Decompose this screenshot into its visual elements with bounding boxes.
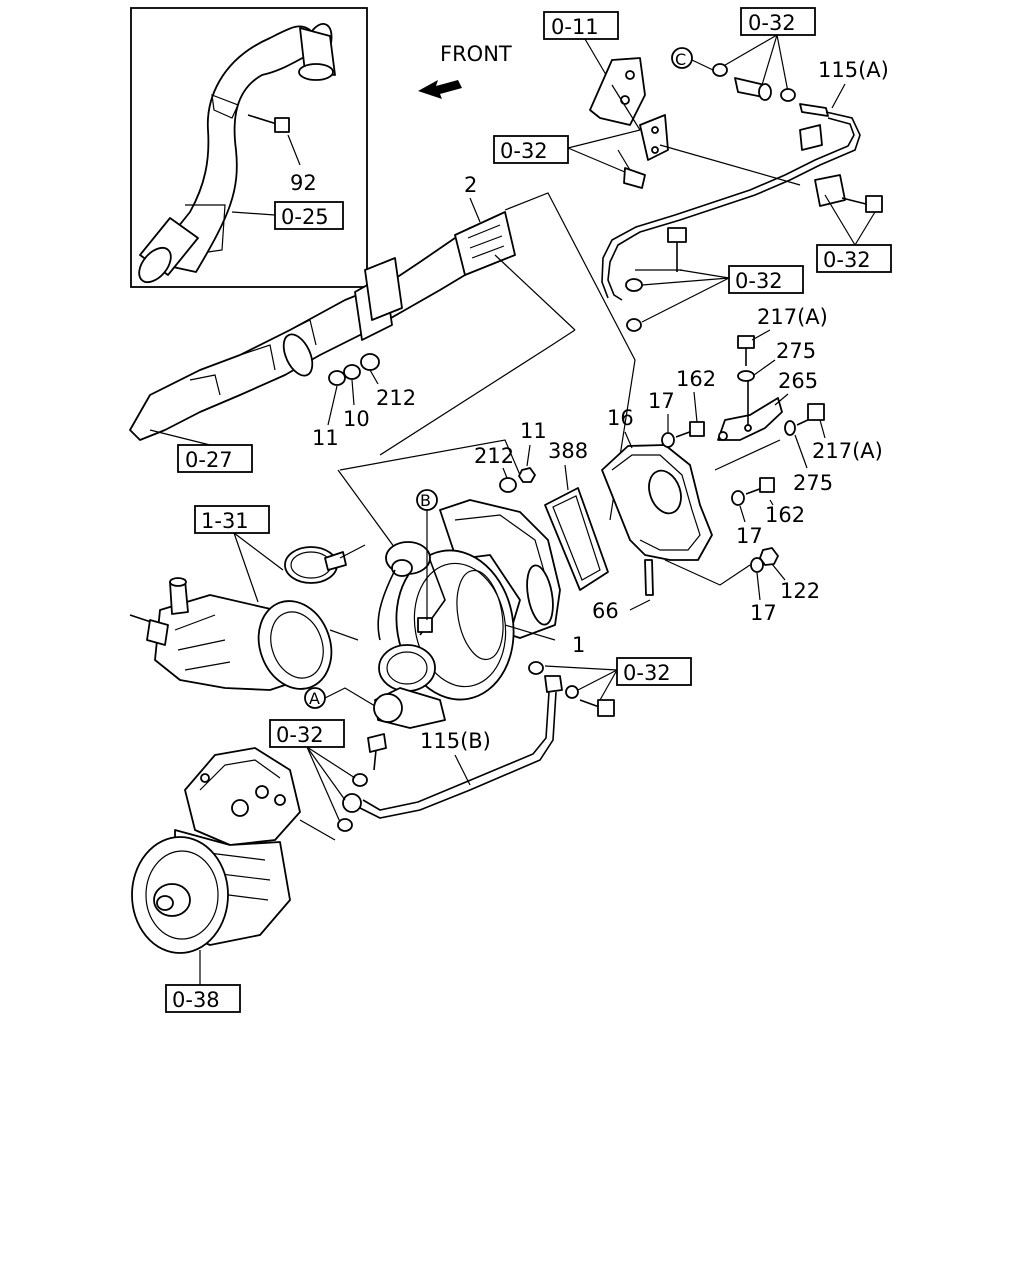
part-label-17-a: 17 bbox=[648, 389, 675, 413]
part-label-212-a: 212 bbox=[376, 386, 416, 410]
ref-label-0-32-lower: 0-32 bbox=[623, 661, 671, 685]
part-label-66: 66 bbox=[592, 599, 619, 623]
lower-oil-pipe-group: 0-32 115(B) 0-32 bbox=[269, 657, 692, 841]
bolt-92 bbox=[247, 114, 301, 166]
part-label-17-c: 17 bbox=[750, 601, 777, 625]
air-compressor: 0-38 bbox=[131, 747, 301, 1013]
part-label-2: 2 bbox=[464, 173, 477, 197]
ref-label-0-32-bottom: 0-32 bbox=[276, 723, 324, 747]
callout-c: C bbox=[675, 50, 686, 69]
part-label-17-b: 17 bbox=[736, 524, 763, 548]
ref-label-1-31: 1-31 bbox=[201, 509, 249, 533]
ref-label-0-27: 0-27 bbox=[185, 448, 233, 472]
front-arrow-icon bbox=[418, 80, 462, 99]
actuator-group: 388 16 66 17 162 265 217(A) 275 bbox=[474, 305, 883, 625]
ref-label-0-38: 0-38 bbox=[172, 988, 220, 1012]
front-label: FRONT bbox=[440, 42, 512, 66]
part-label-212-b: 212 bbox=[474, 444, 514, 468]
exhaust-manifold: 2 11 10 212 0-27 bbox=[129, 173, 516, 473]
callout-a: A bbox=[309, 689, 320, 708]
part-label-217a-top: 217(A) bbox=[757, 305, 828, 329]
ref-label-0-32-right: 0-32 bbox=[823, 248, 871, 272]
part-label-1: 1 bbox=[572, 633, 585, 657]
callout-b: B bbox=[420, 491, 431, 510]
part-label-275-b: 275 bbox=[793, 471, 833, 495]
part-label-162-b: 162 bbox=[765, 503, 805, 527]
turbocharger: B 1 A bbox=[304, 489, 585, 729]
part-label-162-a: 162 bbox=[676, 367, 716, 391]
ref-label-0-11: 0-11 bbox=[551, 15, 599, 39]
part-label-16: 16 bbox=[607, 406, 634, 430]
part-label-217a-right: 217(A) bbox=[812, 439, 883, 463]
part-label-115b: 115(B) bbox=[420, 729, 491, 753]
intake-hose-group: 1-31 bbox=[129, 505, 366, 691]
part-label-275-a: 275 bbox=[776, 339, 816, 363]
ref-label-0-32-left: 0-32 bbox=[500, 139, 548, 163]
ref-label-0-25: 0-25 bbox=[281, 205, 329, 229]
part-label-10: 10 bbox=[343, 407, 370, 431]
front-indicator: FRONT bbox=[418, 42, 512, 99]
part-label-92: 92 bbox=[290, 171, 317, 195]
assembly-guide-lines bbox=[337, 192, 636, 556]
part-label-122: 122 bbox=[780, 579, 820, 603]
part-label-115a: 115(A) bbox=[818, 58, 889, 82]
part-label-11-a: 11 bbox=[312, 426, 339, 450]
upper-oil-pipe-group: 0-11 0-32 C 115(A) 0-32 bbox=[493, 7, 892, 332]
part-label-388: 388 bbox=[548, 439, 588, 463]
part-label-265: 265 bbox=[778, 369, 818, 393]
part-label-11-b: 11 bbox=[520, 419, 547, 443]
ref-label-0-32-mid: 0-32 bbox=[735, 269, 783, 293]
ref-label-0-32-top: 0-32 bbox=[748, 11, 796, 35]
inset-panel: 92 0-25 bbox=[130, 7, 368, 288]
